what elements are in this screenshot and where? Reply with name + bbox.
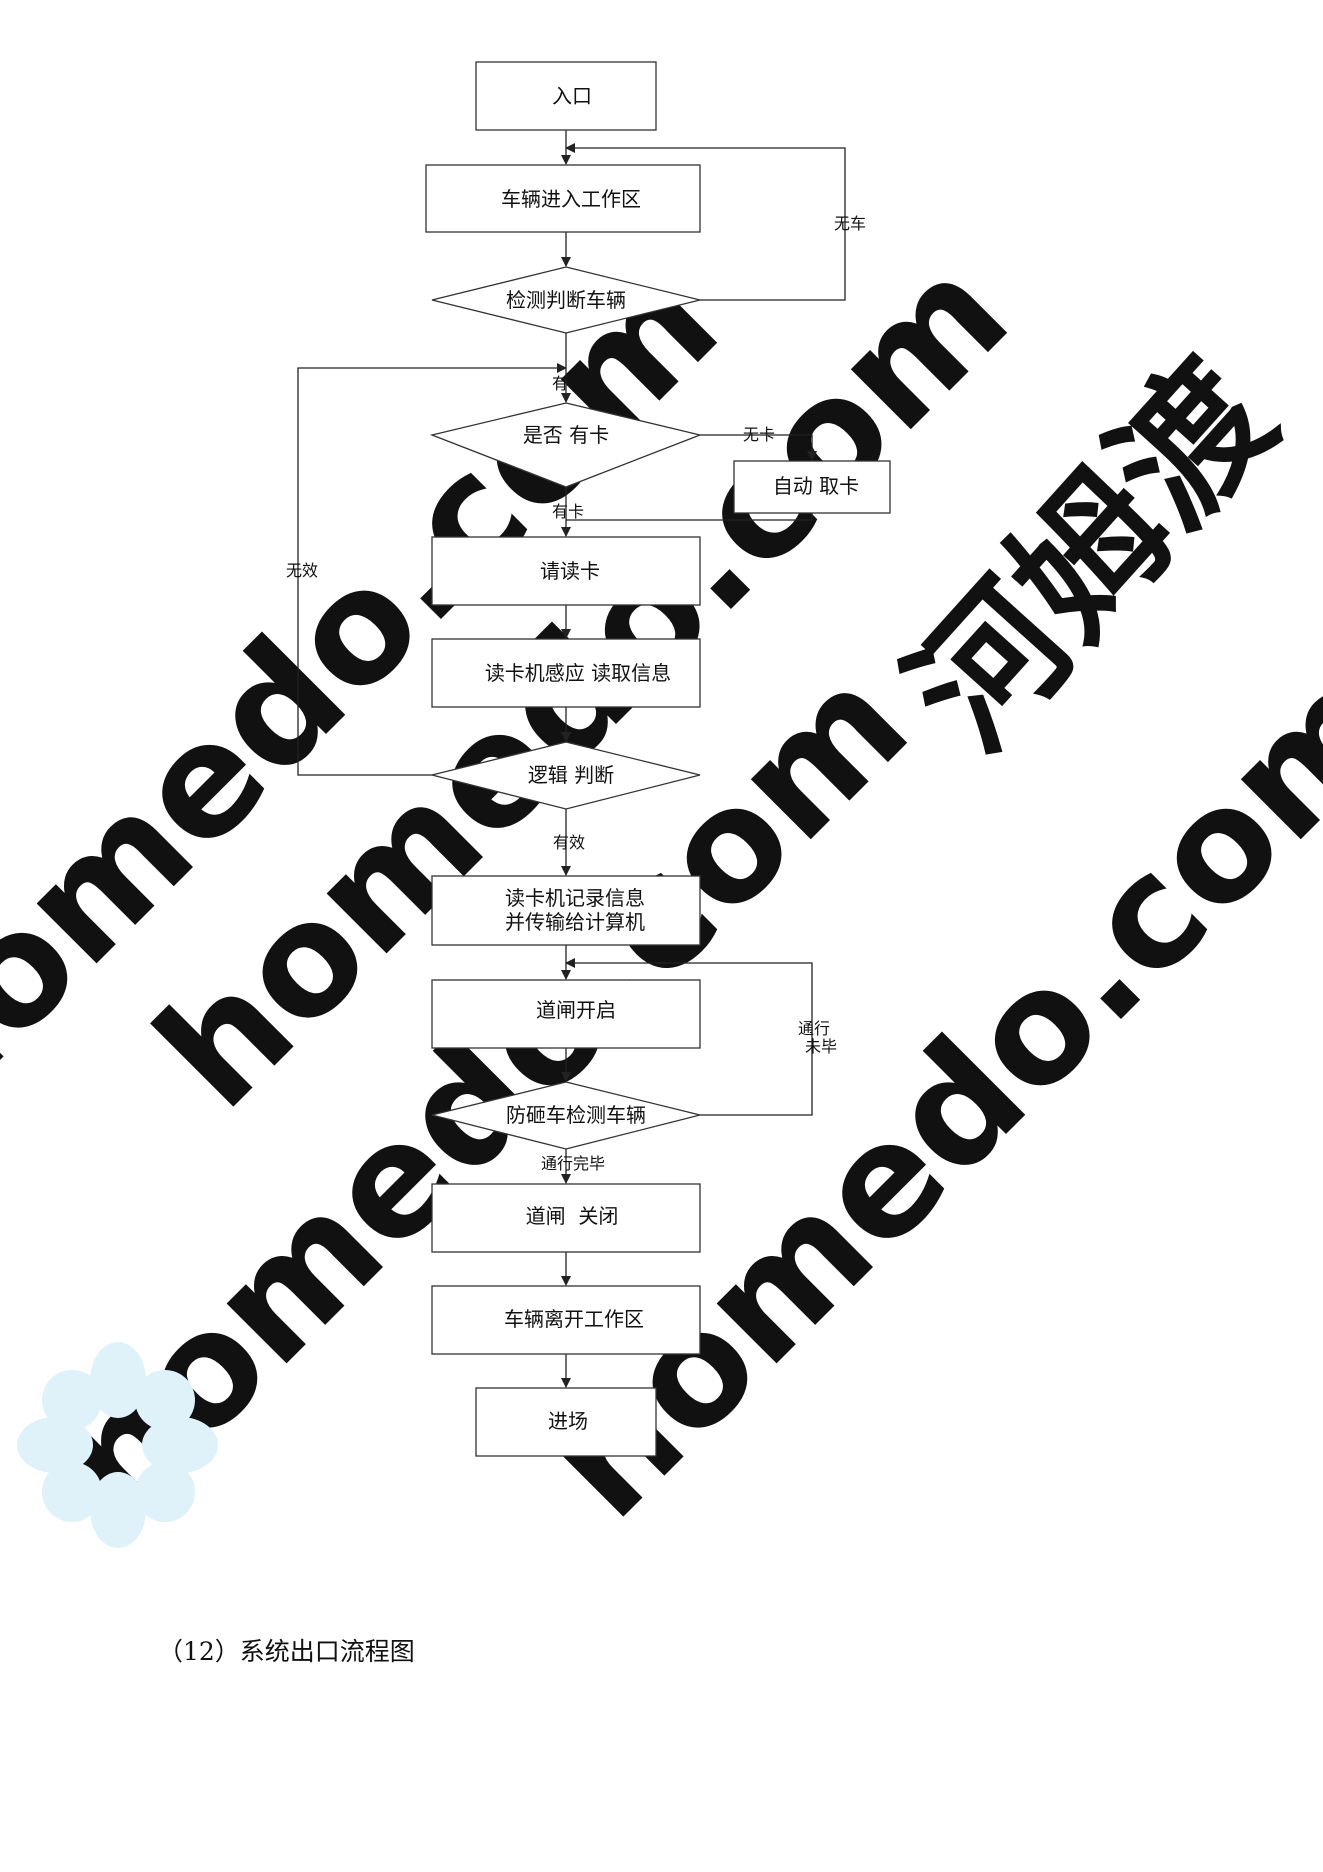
connectors (297, 130, 846, 1388)
svg-text:防砸车检测车辆: 防砸车检测车辆 (506, 1103, 646, 1127)
label-pass-not-done: 通行 (798, 1019, 830, 1038)
node-reader-sense: 读卡机感应 读取信息 (431, 638, 701, 708)
edge-invalid-loop (297, 363, 567, 776)
node-gate-close: 道闸 关闭 (431, 1183, 701, 1253)
svg-text:是否 有卡: 是否 有卡 (523, 423, 609, 447)
node-auto-get-card: 自动 取卡 (733, 460, 891, 514)
svg-text:检测判断车辆: 检测判断车辆 (506, 288, 626, 312)
edge-labels: 无车 有车 无卡 有卡 无效 有效 通行 未毕 通行完毕 (286, 214, 866, 1173)
svg-text:逻辑 判断: 逻辑 判断 (528, 763, 614, 787)
node-please-read-card: 请读卡 (431, 536, 701, 606)
node-enter-work-area: 车辆进入工作区 (425, 164, 701, 233)
flower-logo-icon (17, 1342, 218, 1548)
svg-text:读卡机记录信息: 读卡机记录信息 (505, 886, 645, 910)
svg-text:并传输给计算机: 并传输给计算机 (505, 910, 645, 934)
svg-text:道闸 关闭: 道闸 关闭 (526, 1204, 619, 1228)
label-invalid: 无效 (286, 561, 318, 580)
svg-text:读卡机感应 读取信息: 读卡机感应 读取信息 (485, 661, 671, 685)
node-leave-work-area: 车辆离开工作区 (431, 1285, 701, 1355)
svg-text:车辆离开工作区: 车辆离开工作区 (504, 1307, 644, 1331)
label-valid: 有效 (553, 833, 585, 852)
edge-auto-to-read (566, 513, 813, 521)
label-no-card: 无卡 (743, 425, 775, 444)
node-reader-record: 读卡机记录信息 并传输给计算机 (431, 875, 701, 946)
svg-text:请读卡: 请读卡 (540, 559, 600, 583)
svg-text:入口: 入口 (552, 84, 592, 108)
edge-no-card-to-auto (700, 434, 817, 461)
node-anti-smash-detect: 防砸车检测车辆 (431, 1081, 701, 1150)
edge-pass-not-done-loop (565, 958, 813, 1116)
nodes: 入口 车辆进入工作区 检测判断车辆 是否 有卡 自动 取卡 请读卡 读卡机感应 … (425, 61, 891, 1457)
node-gate-open: 道闸开启 (431, 979, 701, 1049)
label-pass-not-done: 未毕 (805, 1037, 837, 1056)
label-no-car: 无车 (834, 214, 866, 233)
node-has-card-decision: 是否 有卡 (429, 402, 703, 488)
node-detect-vehicle: 检测判断车辆 (431, 266, 701, 334)
label-has-car: 有车 (552, 374, 584, 393)
edge-no-car-loop (565, 143, 846, 301)
node-logic-judge: 逻辑 判断 (431, 741, 701, 810)
svg-text:道闸开启: 道闸开启 (536, 998, 616, 1022)
node-entrance: 入口 (475, 61, 657, 131)
svg-text:车辆进入工作区: 车辆进入工作区 (501, 187, 641, 211)
svg-text:自动 取卡: 自动 取卡 (773, 474, 859, 498)
svg-text:进场: 进场 (548, 1409, 588, 1433)
node-enter-lot: 进场 (475, 1387, 657, 1457)
figure-caption: （12）系统出口流程图 (158, 1637, 415, 1666)
label-pass-done: 通行完毕 (541, 1154, 605, 1173)
label-has-card: 有卡 (552, 502, 584, 521)
